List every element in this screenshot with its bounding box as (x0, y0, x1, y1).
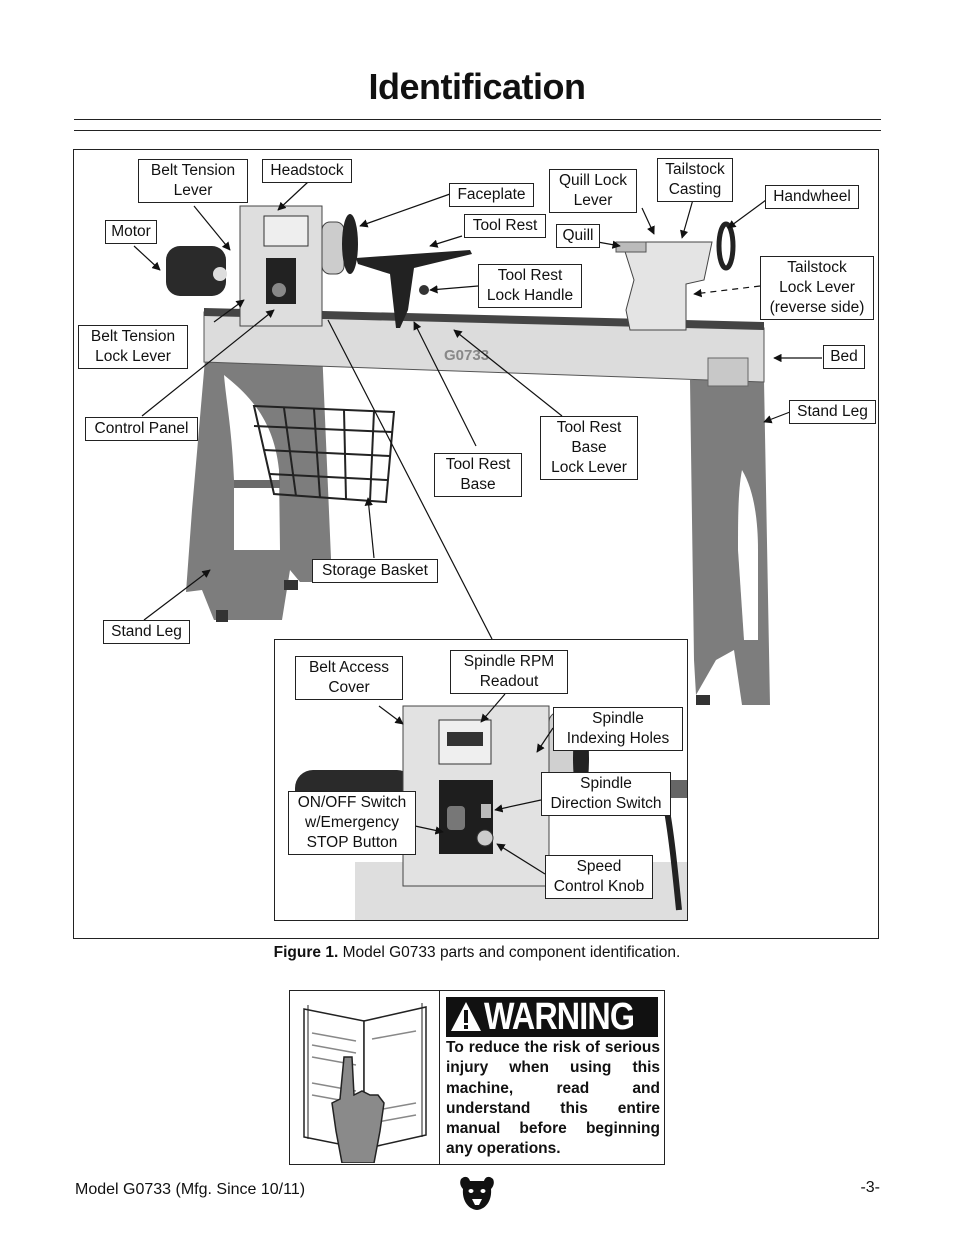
handwheel-shape (716, 221, 736, 271)
grizzly-bear-logo-icon (460, 1176, 494, 1210)
warning-word: WARNING (484, 996, 635, 1038)
motor-body (166, 246, 226, 296)
label-tool-rest-base: Tool Rest Base (434, 453, 522, 497)
faceplate-disc (342, 214, 358, 274)
label-bed: Bed (823, 345, 865, 369)
page-title: Identification (368, 66, 587, 107)
label-motor: Motor (105, 220, 157, 244)
label-faceplate: Faceplate (449, 183, 534, 207)
warning-header: WARNING (446, 997, 658, 1037)
manual-reading-illustration (290, 991, 440, 1164)
label-spindle-direction-switch: Spindle Direction Switch (541, 772, 671, 816)
label-on-off-switch: ON/OFF Switch w/Emergency STOP Button (288, 791, 416, 855)
label-belt-access-cover: Belt Access Cover (295, 656, 403, 700)
tailstock-casting (621, 241, 713, 331)
label-tailstock-lock-lever: Tailstock Lock Lever (reverse side) (760, 256, 874, 320)
caption-label: Figure 1. (273, 944, 339, 961)
label-tailstock-casting: Tailstock Casting (657, 158, 733, 202)
identification-figure: G0733 (73, 149, 879, 939)
tool-rest (356, 250, 472, 328)
label-quill: Quill (556, 224, 600, 248)
bed-marking: G0733 (444, 347, 489, 364)
label-quill-lock-lever: Quill Lock Lever (549, 169, 637, 213)
label-headstock: Headstock (262, 159, 352, 183)
label-stand-leg-right: Stand Leg (789, 400, 876, 424)
warning-triangle-icon (451, 1002, 481, 1031)
warning-box: WARNING To reduce the risk of serious in… (289, 990, 665, 1165)
title-rule-bottom (74, 130, 881, 131)
footer-model: Model G0733 (Mfg. Since 10/11) (75, 1181, 306, 1198)
pointing-hand-icon (331, 1056, 385, 1164)
label-tool-rest: Tool Rest (464, 214, 546, 238)
label-tool-rest-base-lock-lever: Tool Rest Base Lock Lever (540, 416, 638, 480)
label-storage-basket: Storage Basket (312, 559, 438, 583)
storage-basket-shape (252, 404, 396, 504)
caption-text: Model G0733 parts and component identifi… (338, 944, 681, 961)
label-stand-leg-left: Stand Leg (103, 620, 190, 644)
right-stand-leg (690, 380, 770, 705)
control-panel-inset: Belt Access Cover Spindle RPM Readout Sp… (274, 639, 688, 921)
lathe-illustration: G0733 (133, 181, 822, 705)
title-rule-top (74, 119, 881, 120)
label-spindle-indexing-holes: Spindle Indexing Holes (553, 707, 683, 751)
label-handwheel: Handwheel (765, 185, 859, 209)
figure-caption: Figure 1. Model G0733 parts and componen… (0, 944, 954, 962)
label-control-panel: Control Panel (85, 417, 198, 441)
label-tool-rest-lock-handle: Tool Rest Lock Handle (478, 264, 582, 308)
label-belt-tension-lever: Belt Tension Lever (138, 159, 248, 203)
warning-text: To reduce the risk of serious injury whe… (446, 1039, 660, 1158)
label-spindle-rpm-readout: Spindle RPM Readout (450, 650, 568, 694)
label-speed-control-knob: Speed Control Knob (545, 855, 653, 899)
label-belt-tension-lock-lever: Belt Tension Lock Lever (78, 325, 188, 369)
page-number: -3- (860, 1179, 880, 1196)
